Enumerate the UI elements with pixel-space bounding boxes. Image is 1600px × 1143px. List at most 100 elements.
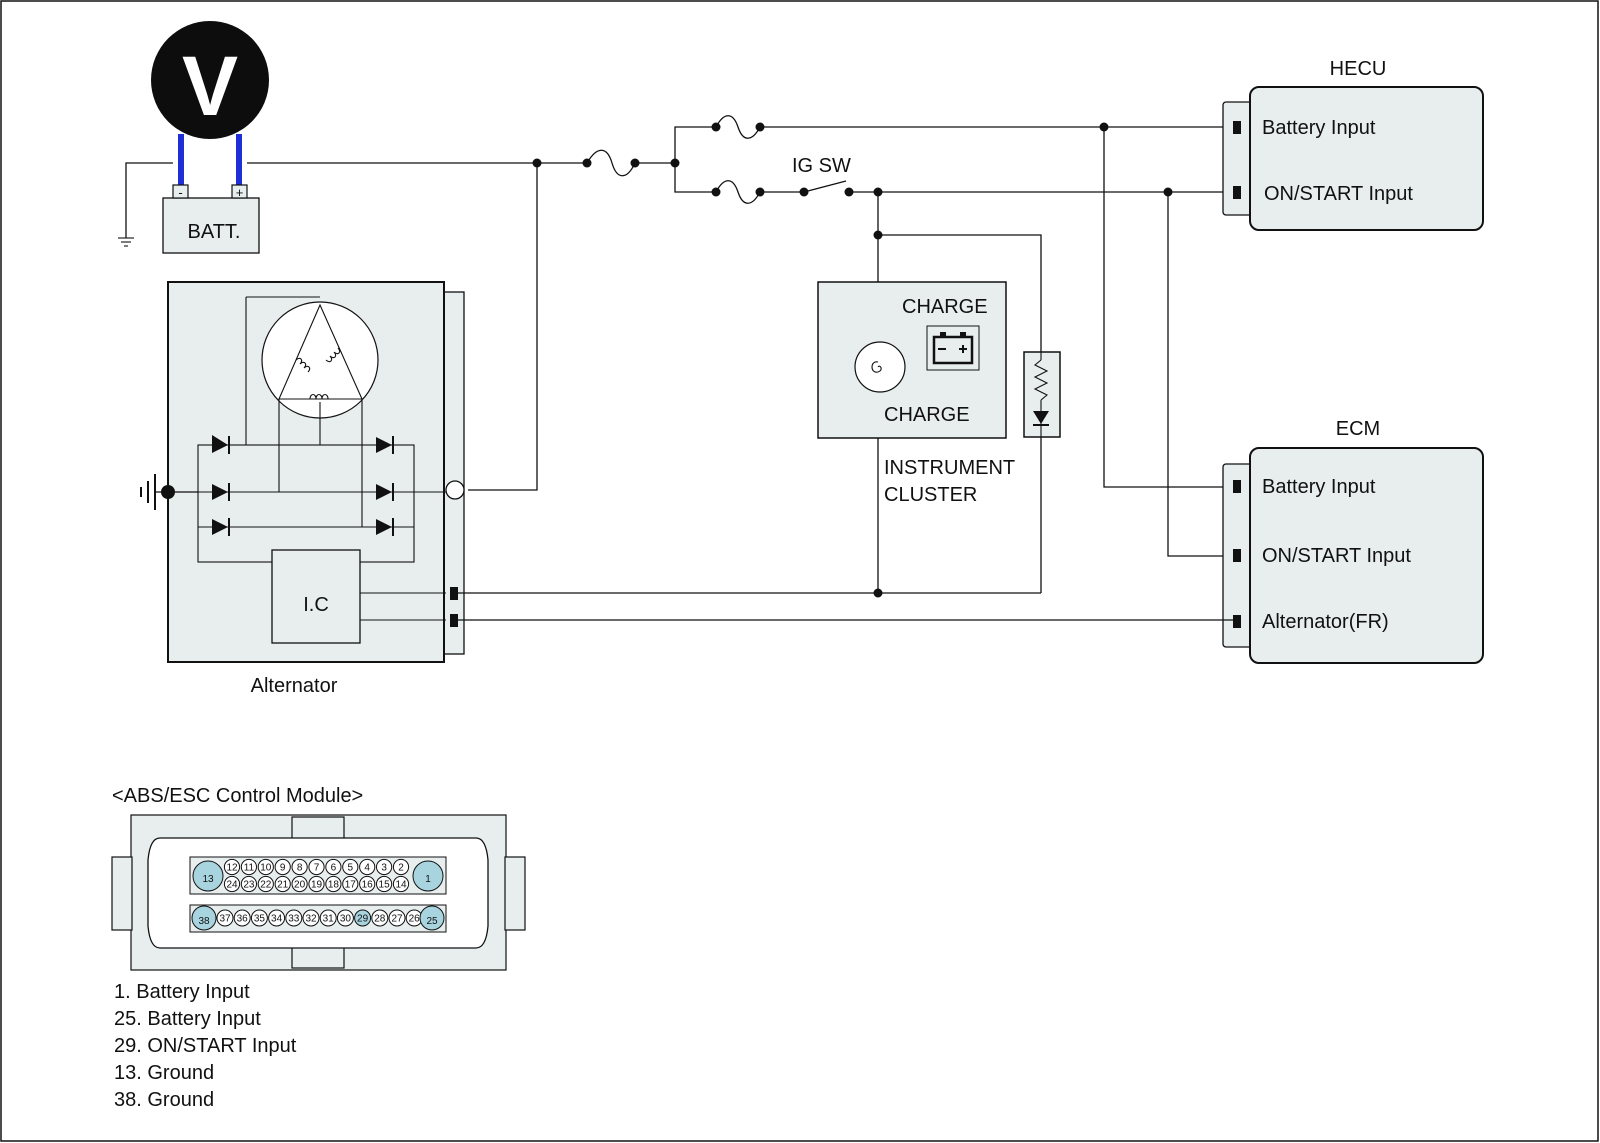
connector-pin-21 bbox=[274, 875, 291, 893]
ic-label: I.C bbox=[303, 594, 329, 616]
connector-pin-17 bbox=[342, 875, 359, 893]
connector-pin-30 bbox=[336, 909, 354, 927]
connector-pin-3 bbox=[376, 858, 393, 876]
connector-pin-10 bbox=[257, 858, 274, 876]
hecu-pin-connector bbox=[1233, 186, 1241, 199]
battery-positive-sign: + bbox=[236, 185, 244, 200]
ignition-fuse-icon bbox=[711, 180, 765, 204]
connector-pin-label: 33 bbox=[288, 914, 300, 925]
warning-lamp-icon bbox=[854, 341, 906, 393]
pin-legend-item: 25. Battery Input bbox=[114, 1008, 261, 1030]
alternator: I.C Alternator bbox=[140, 281, 465, 697]
connector-pin-label: 27 bbox=[391, 914, 403, 925]
connector-pin-label: 9 bbox=[280, 863, 286, 874]
alternator-b-plus-terminal bbox=[445, 480, 465, 500]
resistor-diode-icon bbox=[1023, 351, 1061, 438]
connector-pin-label: 34 bbox=[271, 914, 283, 925]
rectifier-diode-icon bbox=[212, 483, 230, 501]
voltmeter: V bbox=[151, 21, 269, 188]
connector-pin-29 bbox=[354, 909, 372, 927]
ecm-pin-connector bbox=[1233, 480, 1241, 493]
connector-pin-label: 2 bbox=[398, 863, 404, 874]
connector-pin-5 bbox=[342, 858, 359, 876]
connector-pin-label: 38 bbox=[198, 916, 210, 927]
cluster-name-line2: CLUSTER bbox=[884, 484, 977, 506]
ignition-switch-icon bbox=[799, 180, 854, 197]
main-fuse-icon bbox=[582, 149, 640, 177]
pin-legend-item: 13. Ground bbox=[114, 1062, 214, 1084]
ecm-pin-connector bbox=[1233, 615, 1241, 628]
connector-pin-label: 30 bbox=[340, 914, 352, 925]
connector-pin-label: 11 bbox=[244, 863, 255, 874]
connector-pin-1 bbox=[412, 860, 444, 892]
ig-switch-label: IG SW bbox=[792, 155, 851, 177]
connector-pin-22 bbox=[257, 875, 274, 893]
ecm-pin-label: ON/START Input bbox=[1262, 545, 1411, 567]
connector-pin-label: 15 bbox=[379, 880, 391, 891]
connector-pin-8 bbox=[291, 858, 308, 876]
connector-pin-label: 32 bbox=[305, 914, 317, 925]
connector-pin-label: 21 bbox=[277, 880, 289, 891]
connector-pin-31 bbox=[319, 909, 337, 927]
connector-pin-27 bbox=[388, 909, 406, 927]
connector-pin-label: 31 bbox=[323, 914, 335, 925]
connector-pin-36 bbox=[233, 909, 251, 927]
connector-pin-33 bbox=[285, 909, 303, 927]
connector-pin-12 bbox=[223, 858, 241, 876]
hecu-pin-label: ON/START Input bbox=[1264, 183, 1413, 205]
connector-pin-label: 12 bbox=[226, 863, 238, 874]
alternator-label: Alternator bbox=[251, 675, 338, 697]
battery: - + BATT. bbox=[162, 184, 260, 254]
hecu-fuse-icon bbox=[711, 115, 765, 139]
connector-pin-label: 7 bbox=[314, 863, 320, 874]
battery-negative-sign: - bbox=[178, 185, 182, 200]
connector-pin-label: 6 bbox=[331, 863, 337, 874]
rectifier-diode-icon bbox=[212, 435, 230, 455]
connector-pin-label: 24 bbox=[226, 880, 238, 891]
ecm-title: ECM bbox=[1336, 418, 1380, 440]
connector-pin-label: 35 bbox=[254, 914, 266, 925]
connector-pin-7 bbox=[308, 858, 325, 876]
connector-pin-label: 5 bbox=[348, 863, 354, 874]
connector-pin-label: 10 bbox=[260, 863, 272, 874]
hecu-pin-label: Battery Input bbox=[1262, 117, 1376, 139]
connector-pin-label: 18 bbox=[328, 880, 340, 891]
rectifier-diode-icon bbox=[376, 483, 394, 501]
hecu-module: HECU Battery Input ON/START Input bbox=[1222, 58, 1484, 231]
connector-pin-label: 28 bbox=[374, 914, 386, 925]
connector-pin-label: 16 bbox=[362, 880, 374, 891]
connector-pin-label: 29 bbox=[357, 914, 369, 925]
connector-pin-6 bbox=[325, 858, 342, 876]
connector-pin-14 bbox=[392, 875, 410, 893]
connector-pin-label: 14 bbox=[395, 880, 407, 891]
connector-pin-2 bbox=[392, 858, 410, 876]
connector-pin-38 bbox=[191, 905, 217, 931]
hecu-pin-connector bbox=[1233, 121, 1241, 134]
hecu-title: HECU bbox=[1330, 58, 1387, 80]
connector-pin-label: 26 bbox=[409, 914, 421, 925]
pin-legend-item: 38. Ground bbox=[114, 1089, 214, 1111]
pin-legend: 1. Battery Input 25. Battery Input 29. O… bbox=[114, 981, 297, 1111]
connector-pin-15 bbox=[376, 875, 393, 893]
instrument-cluster: CHARGE CHARGE INSTRUMENT CLUSTER bbox=[817, 281, 1015, 506]
connector-pin-label: 13 bbox=[202, 874, 214, 885]
connector-pin-34 bbox=[268, 909, 286, 927]
battery-label: BATT. bbox=[188, 221, 241, 243]
connector-pin-label: 1 bbox=[425, 874, 431, 885]
cluster-name-line1: INSTRUMENT bbox=[884, 457, 1015, 479]
ground-icon bbox=[118, 237, 134, 247]
charge-lamp-label: CHARGE bbox=[884, 404, 970, 426]
connector-pin-label: 3 bbox=[381, 863, 387, 874]
ecm-module: ECM Battery Input ON/START Input Alterna… bbox=[1222, 418, 1484, 664]
connector-pin-label: 4 bbox=[364, 863, 370, 874]
pin-legend-item: 1. Battery Input bbox=[114, 981, 250, 1003]
connector-pin-label: 17 bbox=[345, 880, 357, 891]
connector-pin-32 bbox=[302, 909, 320, 927]
battery-negative-terminal bbox=[172, 184, 189, 199]
charge-warning-label: CHARGE bbox=[902, 296, 988, 318]
connector-pin-35 bbox=[250, 909, 268, 927]
alternator-pin-connector bbox=[450, 587, 458, 600]
